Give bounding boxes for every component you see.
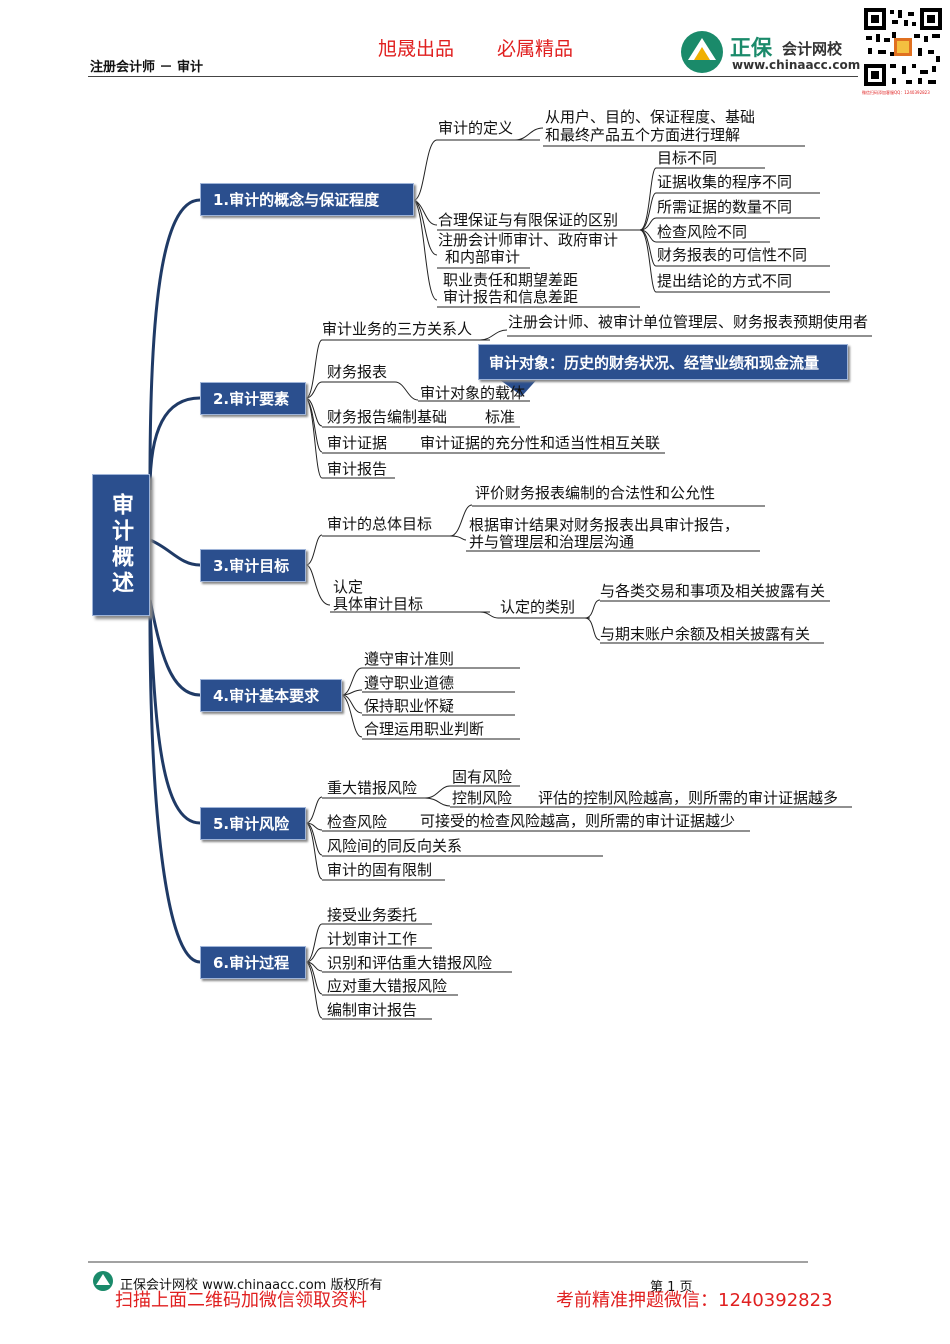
branch-text: 财务报表 xyxy=(327,363,388,381)
branch-text: 合理运用职业判断 xyxy=(364,720,485,738)
branch-text: 和最终产品五个方面进行理解 xyxy=(545,126,741,144)
branch-text: 审计的定义 xyxy=(438,119,514,137)
branch-text: 和内部审计 xyxy=(445,248,521,266)
footer-promo-left: 扫描上面二维码加微信领取资料 xyxy=(115,1290,367,1311)
branch-text: 审计业务的三方关系人 xyxy=(322,320,473,338)
branch-text: 注册会计师、被审计单位管理层、财务报表预期使用者 xyxy=(508,313,869,331)
branch-text: 标准 xyxy=(485,408,516,426)
branch-text: 识别和评估重大错报风险 xyxy=(327,954,493,972)
branch-text: 目标不同 xyxy=(657,149,718,167)
branch-text: 审计的固有限制 xyxy=(327,861,433,879)
branch-text: 重大错报风险 xyxy=(327,779,418,797)
branch-text: 具体审计目标 xyxy=(333,595,424,613)
branch-text: 与期末账户余额及相关披露有关 xyxy=(600,625,811,643)
branch-text: 职业责任和期望差距 xyxy=(443,271,579,289)
branch-text: 控制风险 xyxy=(452,789,513,807)
logo-sub: 会计网校 xyxy=(782,40,843,58)
branch-text: 审计证据 xyxy=(327,434,388,452)
branch-text: 审计对象的载体 xyxy=(420,384,526,402)
branch-text: 风险间的同反向关系 xyxy=(327,837,463,855)
branch-text: 财务报表的可信性不同 xyxy=(657,246,808,264)
node-basic-requirements: 4.审计基本要求 xyxy=(200,679,342,712)
branch-text: 认定 xyxy=(333,578,364,596)
branch-text: 接受业务委托 xyxy=(327,906,418,924)
branch-text: 合理保证与有限保证的区别 xyxy=(438,211,619,229)
node-audit-risk: 5.审计风险 xyxy=(200,807,306,840)
branch-text: 遵守审计准则 xyxy=(364,650,455,668)
branch-text: 保持职业怀疑 xyxy=(364,697,455,715)
node-audit-objectives: 3.审计目标 xyxy=(200,549,306,582)
page-number: 第 1 页 xyxy=(650,1280,693,1295)
qr-code-icon xyxy=(862,6,944,88)
branch-text: 审计报告 xyxy=(327,460,388,478)
logo-icon xyxy=(678,30,726,74)
qr-note: 微信扫码添加客服QQ：1240392823 xyxy=(862,90,930,95)
branch-text: 证据收集的程序不同 xyxy=(657,173,793,191)
header-rule xyxy=(88,76,858,77)
branch-text: 检查风险 xyxy=(327,813,388,831)
branch-text: 审计报告和信息差距 xyxy=(443,288,579,306)
branch-text: 注册会计师审计、政府审计 xyxy=(438,231,619,249)
node-audit-process: 6.审计过程 xyxy=(200,946,306,979)
branch-text: 认定的类别 xyxy=(500,598,576,616)
branch-text: 审计的总体目标 xyxy=(327,515,433,533)
branch-text: 财务报告编制基础 xyxy=(327,408,448,426)
branch-text: 与各类交易和事项及相关披露有关 xyxy=(600,582,826,600)
branch-text: 并与管理层和治理层沟通 xyxy=(469,533,635,551)
branch-text: 计划审计工作 xyxy=(327,930,418,948)
footer-promo-right: 考前精准押题微信：1240392823 xyxy=(556,1290,833,1311)
mindmap-root: 审计概述 xyxy=(92,474,150,616)
branch-text: 检查风险不同 xyxy=(657,223,748,241)
branch-text: 根据审计结果对财务报表出具审计报告， xyxy=(469,516,740,534)
footer-logo-icon xyxy=(92,1270,114,1292)
branch-text: 从用户、目的、保证程度、基础 xyxy=(545,108,756,126)
branch-text: 审计证据的充分性和适当性相互关联 xyxy=(420,434,661,452)
branch-text: 固有风险 xyxy=(452,768,513,786)
footer-copyright: 正保会计网校 www.chinaacc.com 版权所有 xyxy=(120,1278,383,1293)
callout-audit-object: 审计对象：历史的财务状况、经营业绩和现金流量 xyxy=(478,344,848,380)
slogan-1: 旭晟出品 xyxy=(378,38,455,60)
branch-text: 可接受的检查风险越高，则所需的审计证据越少 xyxy=(420,812,736,830)
branch-text: 编制审计报告 xyxy=(327,1001,418,1019)
branch-text: 遵守职业道德 xyxy=(364,674,455,692)
node-concept-assurance: 1.审计的概念与保证程度 xyxy=(200,183,414,216)
branch-text: 应对重大错报风险 xyxy=(327,977,448,995)
branch-text: 评估的控制风险越高，则所需的审计证据越多 xyxy=(538,789,839,807)
logo-url: www.chinaacc.com xyxy=(732,58,861,72)
branch-text: 提出结论的方式不同 xyxy=(657,272,793,290)
branch-text: 评价财务报表编制的合法性和公允性 xyxy=(475,484,716,502)
node-audit-elements: 2.审计要素 xyxy=(200,382,306,415)
branch-text: 所需证据的数量不同 xyxy=(657,198,793,216)
document-title: 注册会计师 － 审计 xyxy=(90,60,204,75)
logo-name: 正保 xyxy=(730,36,772,60)
slogan-2: 必属精品 xyxy=(497,38,574,60)
